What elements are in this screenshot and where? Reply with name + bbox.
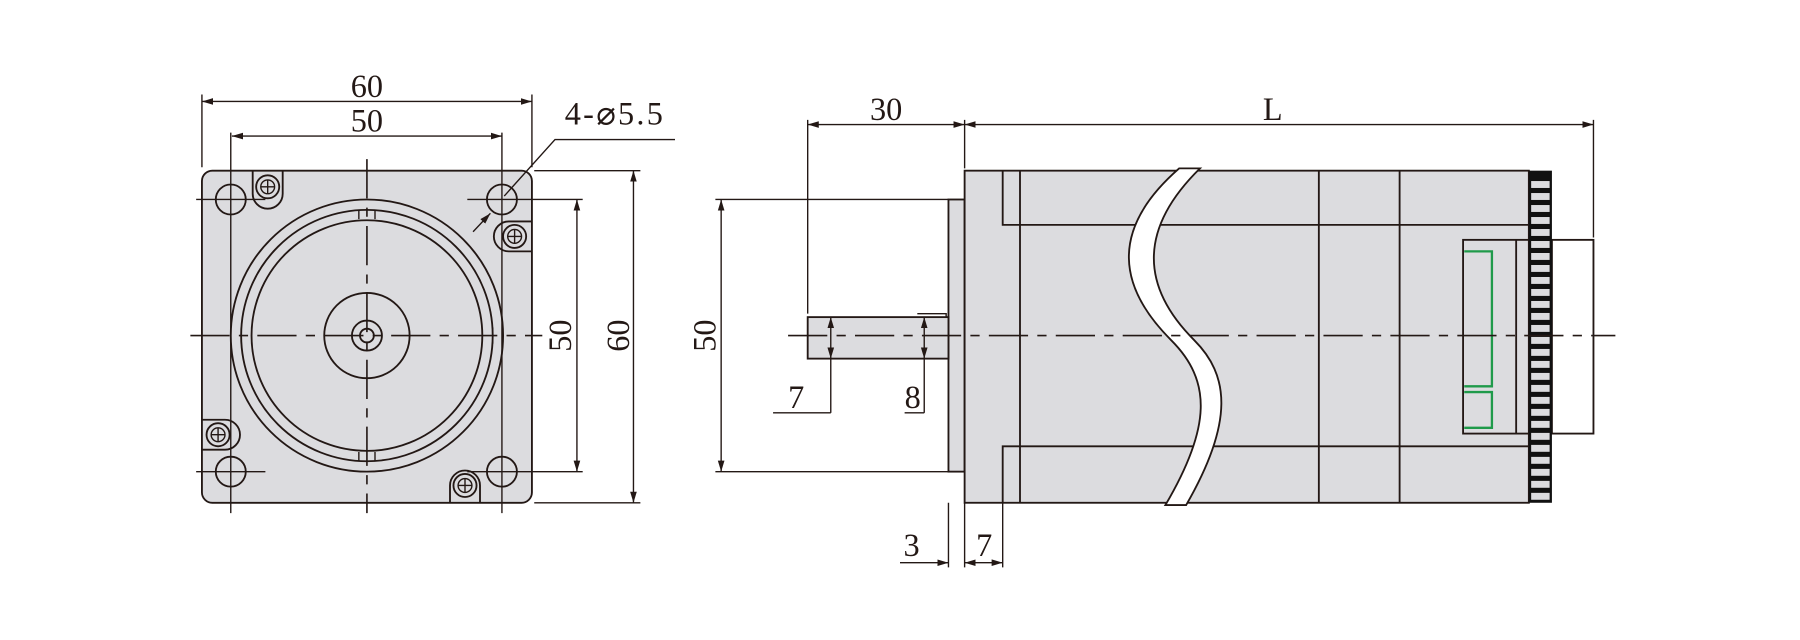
encoder-stripe	[1531, 492, 1550, 500]
dim-front-width-60: 60	[351, 68, 383, 104]
encoder-stripe	[1531, 205, 1550, 212]
encoder-stripe	[1531, 276, 1550, 284]
encoder-stripe	[1531, 253, 1550, 260]
encoder-stripe	[1531, 396, 1550, 404]
encoder-stripe	[1531, 324, 1550, 332]
side-view: 30 L 50 7 8 3 7	[686, 91, 1616, 568]
encoder-stripe	[1531, 372, 1550, 380]
dim-flange-thickness: 7	[976, 527, 992, 563]
encoder-stripe	[1531, 456, 1550, 464]
encoder-stripe	[1531, 312, 1550, 320]
dim-shaft-diameter: 8	[905, 379, 921, 415]
dim-shaft-length: 30	[870, 91, 902, 127]
encoder-stripe	[1531, 288, 1550, 296]
dim-front-height-50: 50	[542, 319, 578, 351]
dim-shaft-flat: 7	[788, 379, 804, 415]
dim-pilot-diameter: 50	[686, 319, 722, 351]
encoder-stripe	[1531, 444, 1550, 452]
hole-callout: 4-⌀5.5	[565, 96, 666, 132]
screws	[201, 170, 532, 503]
encoder-stripe	[1531, 229, 1550, 236]
front-view: 60 50 4-⌀5.5 50 60	[190, 68, 675, 514]
dim-body-length: L	[1263, 91, 1283, 127]
encoder-stripe	[1531, 193, 1550, 200]
encoder-stripe	[1531, 480, 1550, 488]
shaft	[806, 316, 950, 360]
encoder-stripe	[1531, 217, 1550, 224]
dim-front-width-50: 50	[351, 102, 383, 138]
encoder-stripe	[1531, 468, 1550, 476]
encoder-stripe	[1531, 264, 1550, 272]
encoder-stripe	[1531, 300, 1550, 308]
encoder-strip	[1528, 170, 1552, 503]
dim-pilot-depth: 3	[903, 527, 919, 563]
break-line	[1127, 167, 1223, 507]
encoder-stripe	[1531, 360, 1550, 368]
encoder-stripe	[1531, 241, 1550, 248]
encoder-stripe	[1531, 408, 1550, 416]
dim-front-height-60: 60	[600, 319, 636, 351]
encoder-stripe	[1531, 348, 1550, 356]
encoder-stripe	[1531, 384, 1550, 392]
connector	[1462, 238, 1595, 435]
encoder-stripe	[1531, 336, 1550, 344]
encoder-stripe	[1531, 181, 1550, 188]
motor-body	[963, 169, 1530, 504]
encoder-stripe	[1531, 420, 1550, 428]
encoder-stripe	[1531, 432, 1550, 440]
